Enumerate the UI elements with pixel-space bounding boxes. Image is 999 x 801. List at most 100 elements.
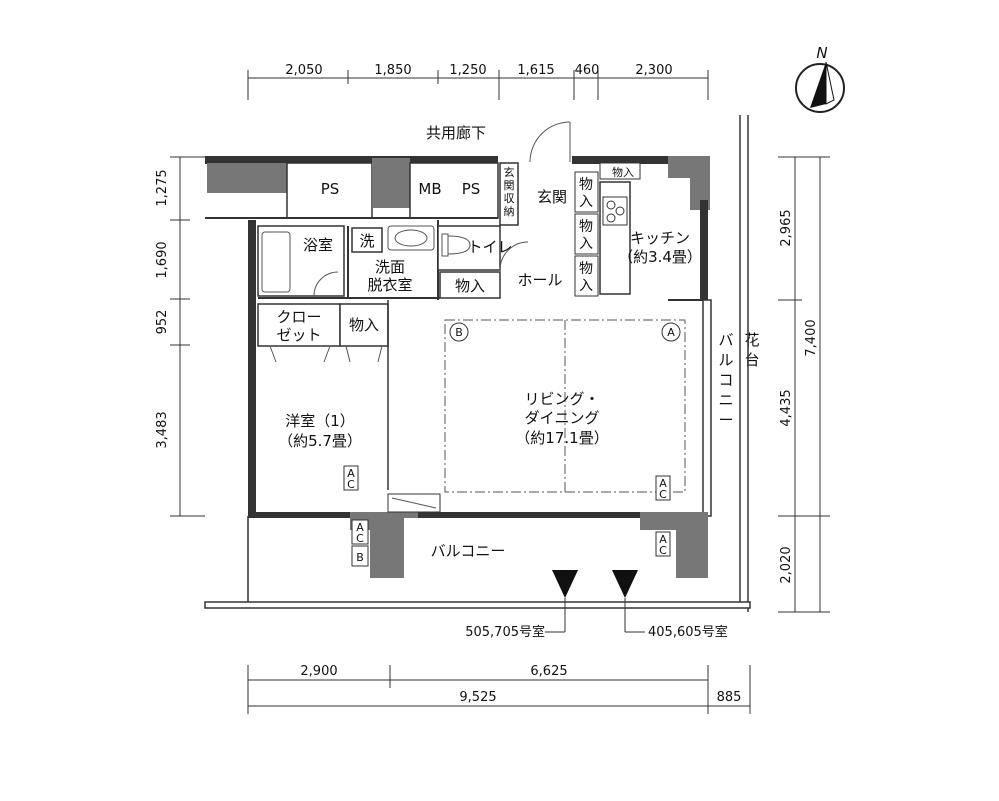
dressing-label-1: 洗面: [375, 258, 405, 276]
dim-left-1: 1,275: [155, 169, 170, 206]
kitchen-top-wall: [572, 156, 707, 164]
genkan-storage-1: 玄: [504, 165, 515, 179]
ac-living-c: C: [659, 488, 667, 501]
marker-a-text: A: [667, 326, 675, 339]
room-storage: [339, 303, 389, 347]
north-label: N: [816, 44, 827, 62]
closet: [257, 303, 341, 347]
bath-door: [313, 271, 339, 297]
balcony-right-5: ー: [718, 411, 733, 429]
ac-balcony-right-c: C: [659, 544, 667, 557]
storage-k2-b: 入: [579, 236, 593, 252]
living-label-1: リビング・: [524, 390, 599, 408]
ac-room-c: C: [347, 478, 355, 491]
north-arrow: [795, 61, 845, 113]
genkan-storage-4: 納: [504, 205, 515, 218]
storage-k2: [574, 213, 599, 255]
bottom-railing: [204, 601, 751, 609]
top-dimension: [247, 70, 709, 100]
right-dimension: [778, 156, 830, 613]
room-storage-label: 物入: [349, 316, 379, 334]
unit-right-marker: [612, 570, 638, 598]
ac-balcony-c: C: [356, 532, 364, 545]
hall-label: ホール: [517, 271, 562, 289]
toilet-icon: [441, 233, 471, 257]
toilet-label: トイレ: [467, 238, 512, 256]
marker-b-text: B: [455, 326, 463, 339]
dim-top-1: 2,050: [285, 63, 322, 78]
bathtub: [261, 231, 291, 293]
kitchen-storage-top: [599, 162, 641, 180]
mb-label: MB: [418, 180, 441, 198]
dim-top-2: 1,850: [374, 63, 411, 78]
balcony-right-4: ニ: [718, 391, 733, 409]
flower-bed-1: 花: [744, 331, 759, 349]
dim-bottom-1: 2,900: [300, 664, 337, 679]
dim-top-5: 460: [575, 63, 600, 78]
living-size: （約17.1畳）: [515, 429, 608, 447]
hall-storage: [439, 271, 501, 299]
closet-label-1: クロー: [276, 308, 321, 326]
unit-left-callout: 505,705号室: [465, 624, 545, 640]
balcony-top-wall: [248, 512, 708, 518]
unit-right-callout: 405,605号室: [648, 624, 728, 640]
mb-shaft: [372, 158, 410, 208]
storage-k3: [574, 255, 599, 297]
western-room-label: 洋室（1）: [285, 412, 355, 430]
storage-k1-a: 物: [579, 177, 593, 193]
right-exterior-wall: [702, 299, 712, 517]
dim-top-3: 1,250: [449, 63, 486, 78]
storage-k1-b: 入: [579, 194, 593, 210]
kitchen-label: キッチン: [630, 229, 690, 247]
bath-label: 浴室: [303, 236, 333, 254]
interior-outer-left: [248, 220, 256, 516]
dim-right-2: 4,435: [779, 389, 794, 426]
dim-top-6: 2,300: [635, 63, 672, 78]
dim-top-4: 1,615: [517, 63, 554, 78]
dim-right-3: 2,020: [779, 546, 794, 583]
marker-a-circle: A: [661, 322, 681, 342]
storage-k3-a: 物: [579, 261, 593, 277]
ps-label-2: PS: [462, 180, 481, 198]
genkan-storage-2: 関: [504, 179, 515, 192]
dim-bottom-total: 9,525: [459, 690, 496, 705]
ac-balcony-right-a: A: [659, 533, 667, 546]
balcony-right-1: バ: [718, 331, 733, 349]
western-room-size: （約5.7畳）: [278, 432, 362, 450]
ac-balcony-a: A: [356, 521, 364, 534]
storage-k3-b: 入: [579, 278, 593, 294]
balcony-pillar-right: [640, 512, 708, 578]
genkan-label: 玄関: [537, 188, 567, 206]
balcony-bottom-label: バルコニー: [431, 542, 506, 560]
washer-label: 洗: [359, 232, 374, 250]
dim-left-3: 952: [155, 310, 170, 335]
ac-balcony-right: A C: [655, 531, 671, 557]
ps-label-1: PS: [321, 180, 340, 198]
kitchen-size: （約3.4畳）: [618, 248, 702, 266]
dim-right-1: 2,965: [779, 209, 794, 246]
storage-k1: [574, 171, 599, 213]
entrance-door: [529, 121, 571, 163]
kitchen-right-wall: [700, 200, 708, 300]
b-box-label: B: [356, 551, 364, 564]
bottom-dimension: [247, 665, 751, 714]
storage-k2-a: 物: [579, 219, 593, 235]
stove-icon: [602, 196, 628, 226]
hall-storage-label: 物入: [455, 277, 485, 295]
genkan-storage: [499, 162, 519, 226]
marker-b-circle: B: [449, 322, 469, 342]
kitchen-right-pillar: [668, 156, 710, 210]
dim-bottom-extra: 885: [717, 690, 742, 705]
closet-doors: [269, 345, 383, 363]
kitchen-counter: [599, 181, 631, 295]
dim-left-2: 1,690: [155, 241, 170, 278]
right-railing: [739, 115, 749, 612]
closet-label-2: ゼット: [276, 326, 321, 344]
living-label-2: ダイニング: [524, 409, 599, 427]
dressing-label-2: 脱衣室: [367, 276, 412, 294]
sink-icon: [387, 225, 435, 251]
top-wall: [205, 156, 498, 164]
ac-b-box: A C B: [351, 519, 369, 567]
flower-bed-2: 台: [744, 351, 759, 369]
